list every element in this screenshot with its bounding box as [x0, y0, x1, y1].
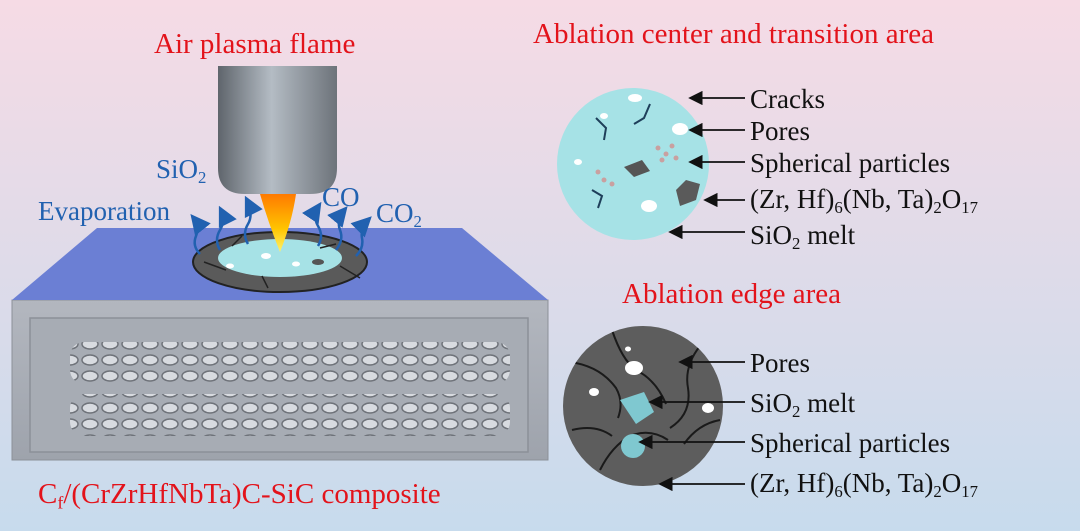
- sio2-label: SiO2: [156, 154, 207, 188]
- center-spherical-label: Spherical particles: [750, 148, 951, 178]
- flame-title: Air plasma flame: [154, 28, 356, 60]
- center-oxide-label: (Zr, Hf)6(Nb, Ta)2O17: [750, 184, 978, 218]
- center-melt-label: SiO2 melt: [750, 220, 856, 254]
- edge-micrograph: [563, 326, 723, 486]
- leader-arrows: [638, 90, 745, 492]
- edge-pores-label: Pores: [750, 348, 810, 378]
- fiber-layer-1: [70, 342, 510, 384]
- center-cracks-label: Cracks: [750, 84, 825, 114]
- center-title: Ablation center and transition area: [533, 18, 935, 50]
- edge-spherical-label: Spherical particles: [750, 428, 951, 458]
- edge-oxide-label: (Zr, Hf)6(Nb, Ta)2O17: [750, 468, 978, 502]
- co2-label: CO2: [376, 198, 422, 232]
- flame-icon: [260, 194, 296, 252]
- composite-label: Cf/(CrZrHfNbTa)C-SiC composite: [38, 478, 441, 513]
- fiber-layer-2: [70, 394, 510, 436]
- emission-arrows: [190, 195, 372, 257]
- ablation-crater: [192, 231, 368, 293]
- composite-block: [11, 228, 549, 461]
- center-micrograph: [557, 88, 709, 240]
- edge-melt-label: SiO2 melt: [750, 388, 856, 422]
- edge-title: Ablation edge area: [622, 278, 842, 310]
- center-pores-label: Pores: [750, 116, 810, 146]
- co-label: CO: [322, 182, 360, 212]
- evaporation-label: Evaporation: [38, 196, 170, 226]
- plasma-torch: [218, 66, 337, 252]
